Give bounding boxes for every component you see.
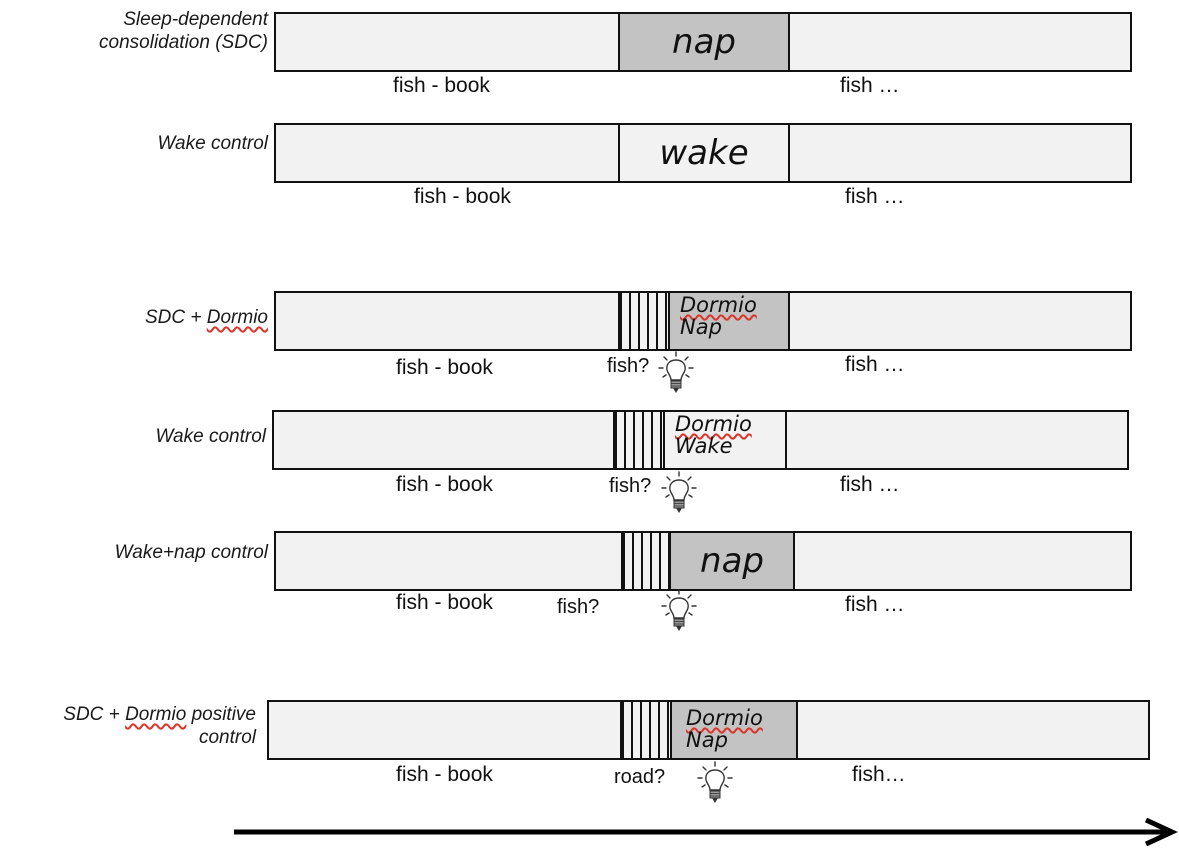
timeline-bar: Dormio Nap — [274, 291, 1132, 351]
segment-label: Dormio Nap — [680, 294, 757, 338]
learning-caption: fish - book — [393, 74, 490, 97]
hypnagogic-stripes — [620, 702, 672, 758]
learning-caption: fish - book — [396, 356, 493, 379]
hypnagogic-stripes — [618, 293, 670, 349]
row-label: Wake control — [157, 133, 268, 154]
segment-label-line1: Dormio — [675, 412, 752, 436]
row-label: Sleep-dependent consolidation (SDC) — [99, 9, 268, 53]
learning-caption: fish - book — [396, 763, 493, 786]
segment-label-line1: Dormio — [680, 293, 757, 317]
timeline-bar: nap — [274, 12, 1132, 72]
test-caption: fish… — [852, 763, 906, 786]
timeline-bar: wake — [274, 123, 1132, 183]
learning-caption: fish - book — [396, 591, 493, 614]
dormio-nap-segment: Dormio Nap — [668, 293, 790, 349]
segment-label: Dormio Nap — [686, 707, 763, 751]
test-caption: fish … — [845, 593, 905, 616]
learning-caption: fish - book — [414, 185, 511, 208]
row-label: SDC + Dormio positive control — [63, 703, 256, 749]
right-arrow-icon — [234, 818, 1178, 846]
segment-label: nap — [700, 541, 764, 581]
lightbulb-icon — [658, 351, 694, 393]
wake-segment: wake — [618, 125, 790, 181]
nap-segment: nap — [669, 533, 795, 589]
hypnagogic-stripes — [621, 533, 671, 589]
test-caption: fish … — [845, 185, 905, 208]
segment-label: nap — [672, 22, 736, 62]
label-text-rest: positive control — [191, 704, 256, 748]
label-text: SDC + — [63, 704, 126, 725]
label-text: SDC + — [144, 307, 207, 328]
label-dormio: Dormio — [125, 704, 187, 725]
query-prompt: fish? — [557, 596, 600, 618]
timeline-bar: nap — [274, 531, 1132, 591]
segment-label-line1: Dormio — [686, 706, 763, 730]
label-dormio: Dormio — [206, 307, 268, 328]
test-caption: fish … — [840, 74, 900, 97]
lightbulb-icon — [661, 471, 697, 513]
segment-label: Dormio Wake — [675, 413, 752, 457]
test-caption: fish … — [845, 353, 905, 376]
row-label: SDC + Dormio — [145, 306, 268, 329]
query-prompt: road? — [614, 766, 666, 788]
segment-label-line2: Nap — [680, 315, 722, 339]
test-caption: fish … — [840, 473, 900, 496]
row-label: Wake+nap control — [114, 542, 268, 563]
timeline-bar: Dormio Nap — [267, 700, 1150, 760]
nap-segment: nap — [618, 14, 790, 70]
timeline-bar: Dormio Wake — [272, 410, 1129, 470]
query-prompt: fish? — [609, 475, 652, 497]
hypnagogic-stripes — [613, 412, 665, 468]
lightbulb-icon — [697, 761, 733, 803]
row-label: Wake control — [155, 426, 266, 447]
segment-label-line2: Wake — [675, 434, 733, 458]
query-prompt: fish? — [607, 355, 650, 377]
dormio-wake-segment: Dormio Wake — [663, 412, 787, 468]
learning-caption: fish - book — [396, 473, 493, 496]
segment-label: wake — [659, 133, 749, 173]
dormio-nap-segment: Dormio Nap — [670, 702, 798, 758]
lightbulb-icon — [661, 589, 697, 631]
segment-label-line2: Nap — [686, 728, 728, 752]
